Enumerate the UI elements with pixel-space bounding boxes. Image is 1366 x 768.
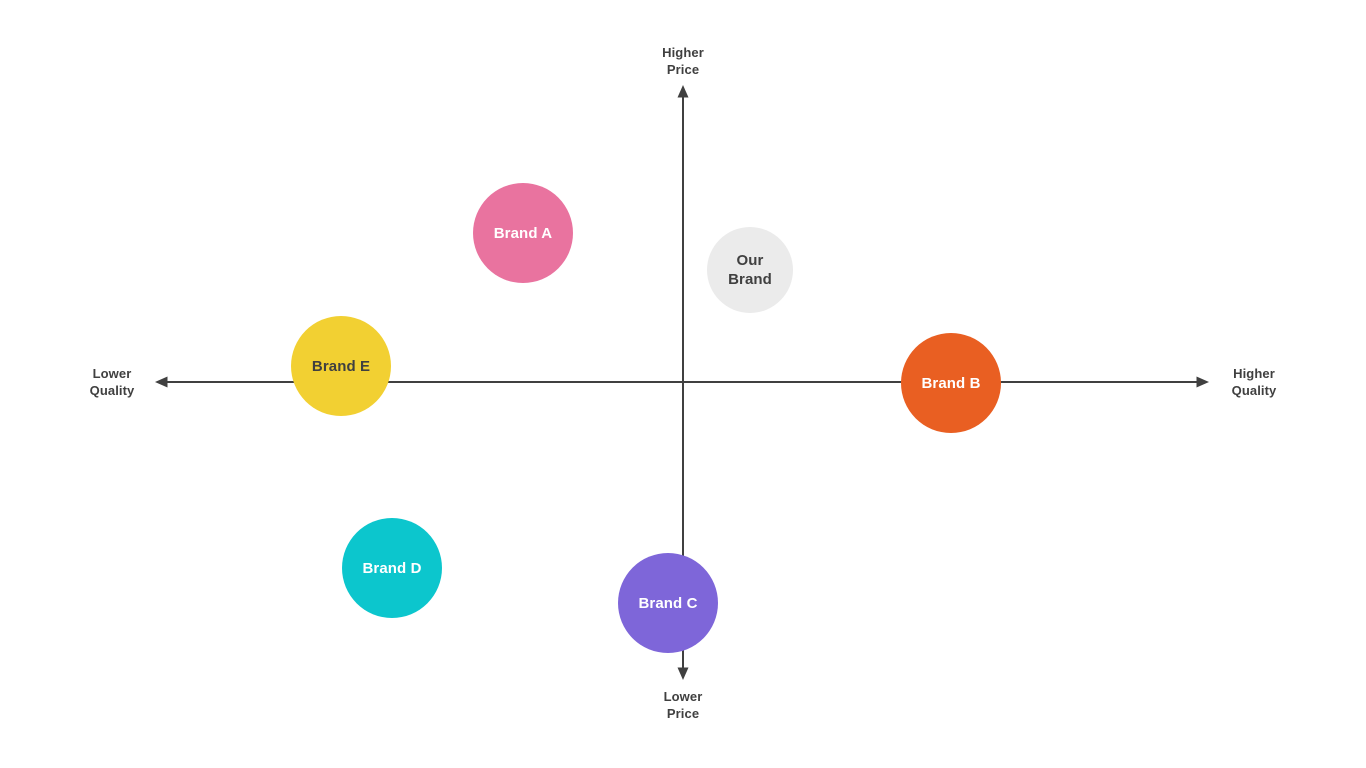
bubble-label: Our Brand (728, 252, 772, 288)
bubble-our-brand: Our Brand (707, 227, 793, 313)
axis-label-lower-quality: Lower Quality (89, 366, 135, 398)
bubble-brand-b: Brand B (901, 333, 1001, 433)
bubble-label: Brand E (311, 357, 371, 375)
bubble-label: Brand D (362, 559, 422, 577)
bubble-brand-d: Brand D (342, 518, 442, 618)
axis-label-higher-price: Higher Price (662, 45, 704, 77)
bubble-brand-a: Brand A (473, 183, 573, 283)
bubble-label: Brand B (921, 374, 981, 392)
bubble-brand-e: Brand E (291, 316, 391, 416)
axis-label-higher-quality: Higher Quality (1231, 366, 1277, 398)
axis-label-lower-price: Lower Price (663, 689, 703, 721)
bubble-label: Brand C (638, 594, 698, 612)
bubble-brand-c: Brand C (618, 553, 718, 653)
bubble-label: Brand A (493, 224, 553, 242)
